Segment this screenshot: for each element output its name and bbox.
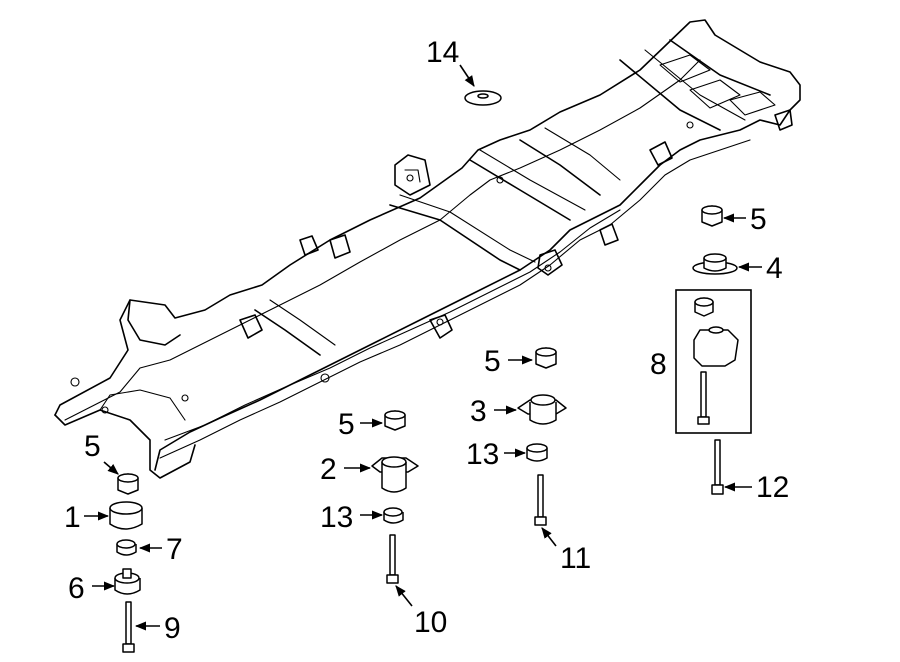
callout-4: 4 (766, 252, 783, 285)
part-washer-14 (464, 90, 502, 106)
part-nut-13-right (526, 443, 548, 462)
callout-12: 12 (756, 471, 789, 504)
callout-6: 6 (68, 572, 85, 605)
callout-11: 11 (560, 542, 591, 575)
part-nut-13-mid (383, 507, 404, 524)
part-nut-5-right (535, 347, 557, 369)
callout-13-mid: 13 (320, 501, 353, 534)
callout-7: 7 (166, 533, 183, 566)
callout-9: 9 (164, 612, 181, 645)
callout-5-mid: 5 (338, 408, 355, 441)
part-bolt-10 (386, 534, 399, 584)
part-cushion-1 (109, 501, 143, 530)
callout-14: 14 (426, 36, 459, 69)
part-kit-box-8 (675, 289, 752, 434)
part-mount-2 (371, 456, 419, 493)
callout-5-right: 5 (484, 345, 501, 378)
callout-2: 2 (320, 453, 337, 486)
callout-8: 8 (650, 348, 667, 381)
callout-10: 10 (414, 606, 447, 639)
part-cushion-6 (114, 568, 141, 595)
part-mount-4 (692, 253, 738, 275)
part-nut-5-left (117, 473, 139, 495)
part-bolt-12 (711, 439, 724, 495)
callout-3: 3 (470, 395, 487, 428)
callout-5-left: 5 (84, 430, 101, 463)
callout-1: 1 (64, 501, 81, 534)
callout-labels: 14 5 1 7 6 9 5 2 13 10 5 3 13 11 5 4 8 1… (64, 36, 789, 645)
part-nut-5-mid (384, 410, 406, 431)
part-nut-5-far-right (701, 205, 723, 227)
part-bolt-9 (122, 601, 135, 653)
part-washer-7 (116, 539, 137, 556)
part-mount-3 (517, 394, 567, 425)
callout-13-right: 13 (466, 438, 499, 471)
callout-arrows (84, 64, 762, 631)
callout-5-far-right: 5 (750, 203, 767, 236)
part-bolt-11 (534, 474, 547, 526)
vehicle-frame (54, 19, 801, 479)
